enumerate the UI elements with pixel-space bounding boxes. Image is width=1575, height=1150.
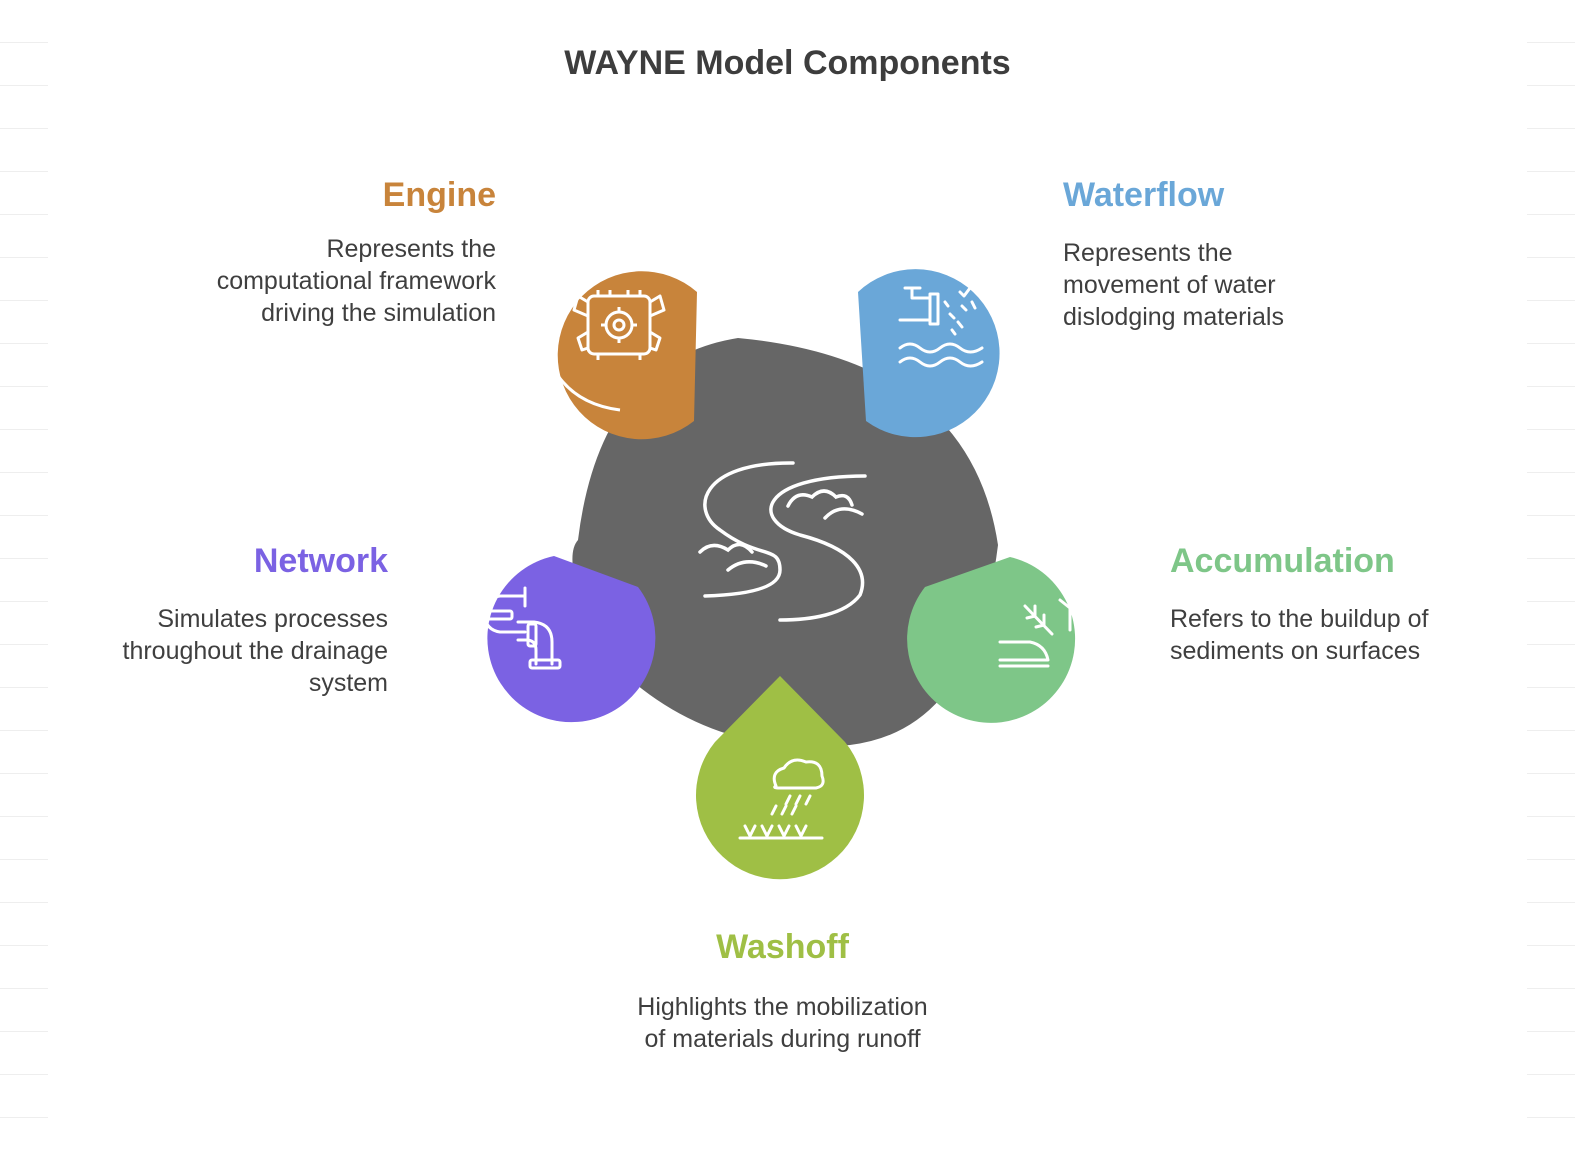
- network-heading: Network: [253, 542, 388, 580]
- network-block: Network Simulates processes throughout t…: [88, 542, 389, 699]
- engine-heading: Engine: [382, 176, 496, 214]
- washoff-block: Washoff Highlights the mobilization of m…: [630, 928, 935, 1055]
- waterflow-description: Represents the movement of water dislodg…: [1063, 239, 1284, 331]
- washoff-heading: Washoff: [716, 928, 849, 966]
- engine-description: Represents the computational framework d…: [216, 235, 496, 327]
- background-stripes-left: [0, 0, 48, 1150]
- background-stripes-right: [1527, 0, 1575, 1150]
- river-icon: [698, 461, 867, 622]
- washoff-description: Highlights the mobilization of materials…: [637, 993, 928, 1053]
- accumulation-block: Accumulation Refers to the buildup of se…: [1170, 542, 1470, 667]
- engine-drop[interactable]: [535, 271, 697, 440]
- pipe-icon: [480, 586, 562, 670]
- waterflow-block: Waterflow Represents the movement of wat…: [1063, 176, 1323, 333]
- accumulation-description: Refers to the buildup of sediments on su…: [1170, 605, 1429, 665]
- faucet-water-icon: [898, 286, 984, 368]
- network-drop[interactable]: [480, 556, 656, 723]
- washoff-drop[interactable]: [696, 676, 864, 880]
- center-hub: [572, 338, 998, 747]
- waterflow-heading: Waterflow: [1063, 176, 1225, 214]
- network-description: Simulates processes throughout the drain…: [122, 605, 389, 697]
- accumulation-heading: Accumulation: [1170, 542, 1395, 580]
- engine-block: Engine Represents the computational fram…: [196, 176, 496, 329]
- accumulation-drop[interactable]: [907, 557, 1082, 723]
- waterflow-drop[interactable]: [858, 269, 1000, 438]
- sediment-plant-icon: [998, 584, 1082, 668]
- diagram-title: WAYNE Model Components: [564, 44, 1011, 82]
- engine-icon: [572, 290, 666, 360]
- rain-cloud-icon: [738, 758, 825, 840]
